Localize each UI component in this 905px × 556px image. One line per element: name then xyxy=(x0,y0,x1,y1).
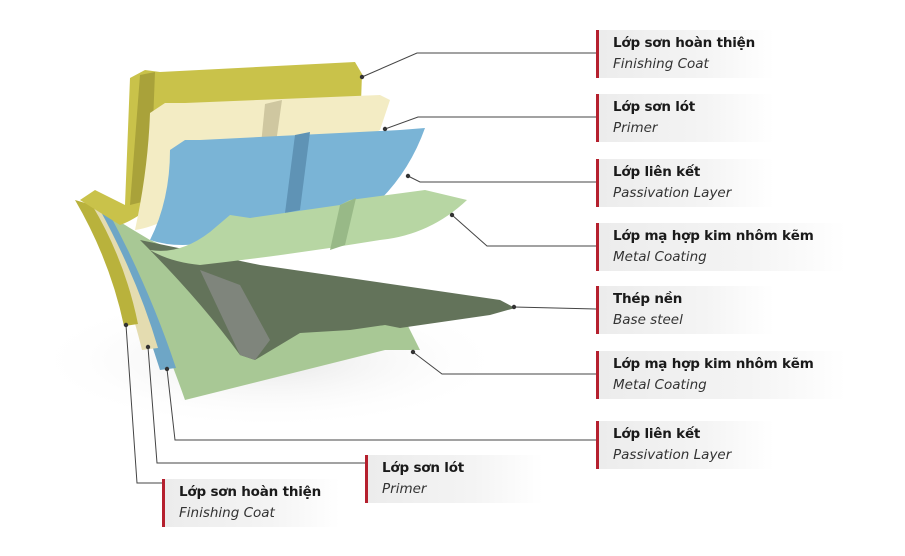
label-en: Primer xyxy=(382,481,427,497)
label-vi: Lớp mạ hợp kim nhôm kẽm xyxy=(613,356,814,372)
label-en: Finishing Coat xyxy=(179,505,275,521)
label-en: Primer xyxy=(613,120,658,136)
label-vi: Lớp sơn lót xyxy=(613,99,696,115)
metal-rib xyxy=(330,198,356,250)
label-vi: Lớp sơn lót xyxy=(382,460,465,476)
label-vi: Thép nền xyxy=(613,291,683,307)
label-en: Base steel xyxy=(613,312,683,328)
label-vi: Lớp liên kết xyxy=(613,426,701,442)
label-vi: Lớp liên kết xyxy=(613,164,701,180)
label-en: Passivation Layer xyxy=(613,185,732,201)
layer-finishing-bottom xyxy=(75,200,138,326)
label-en: Metal Coating xyxy=(613,377,707,393)
label-vi: Lớp mạ hợp kim nhôm kẽm xyxy=(613,228,814,244)
label-vi: Lớp sơn hoàn thiện xyxy=(613,35,756,51)
leader-dots xyxy=(123,74,517,372)
label-en: Passivation Layer xyxy=(613,447,732,463)
layer-metal-coating xyxy=(150,190,467,265)
leader-lines xyxy=(125,52,597,484)
label-en: Finishing Coat xyxy=(613,56,709,72)
layer-passivation xyxy=(150,128,425,245)
steel-rib xyxy=(200,270,270,360)
label-vi: Lớp sơn hoàn thiện xyxy=(179,484,322,500)
passivation-rib xyxy=(285,132,310,213)
label-en: Metal Coating xyxy=(613,249,707,265)
